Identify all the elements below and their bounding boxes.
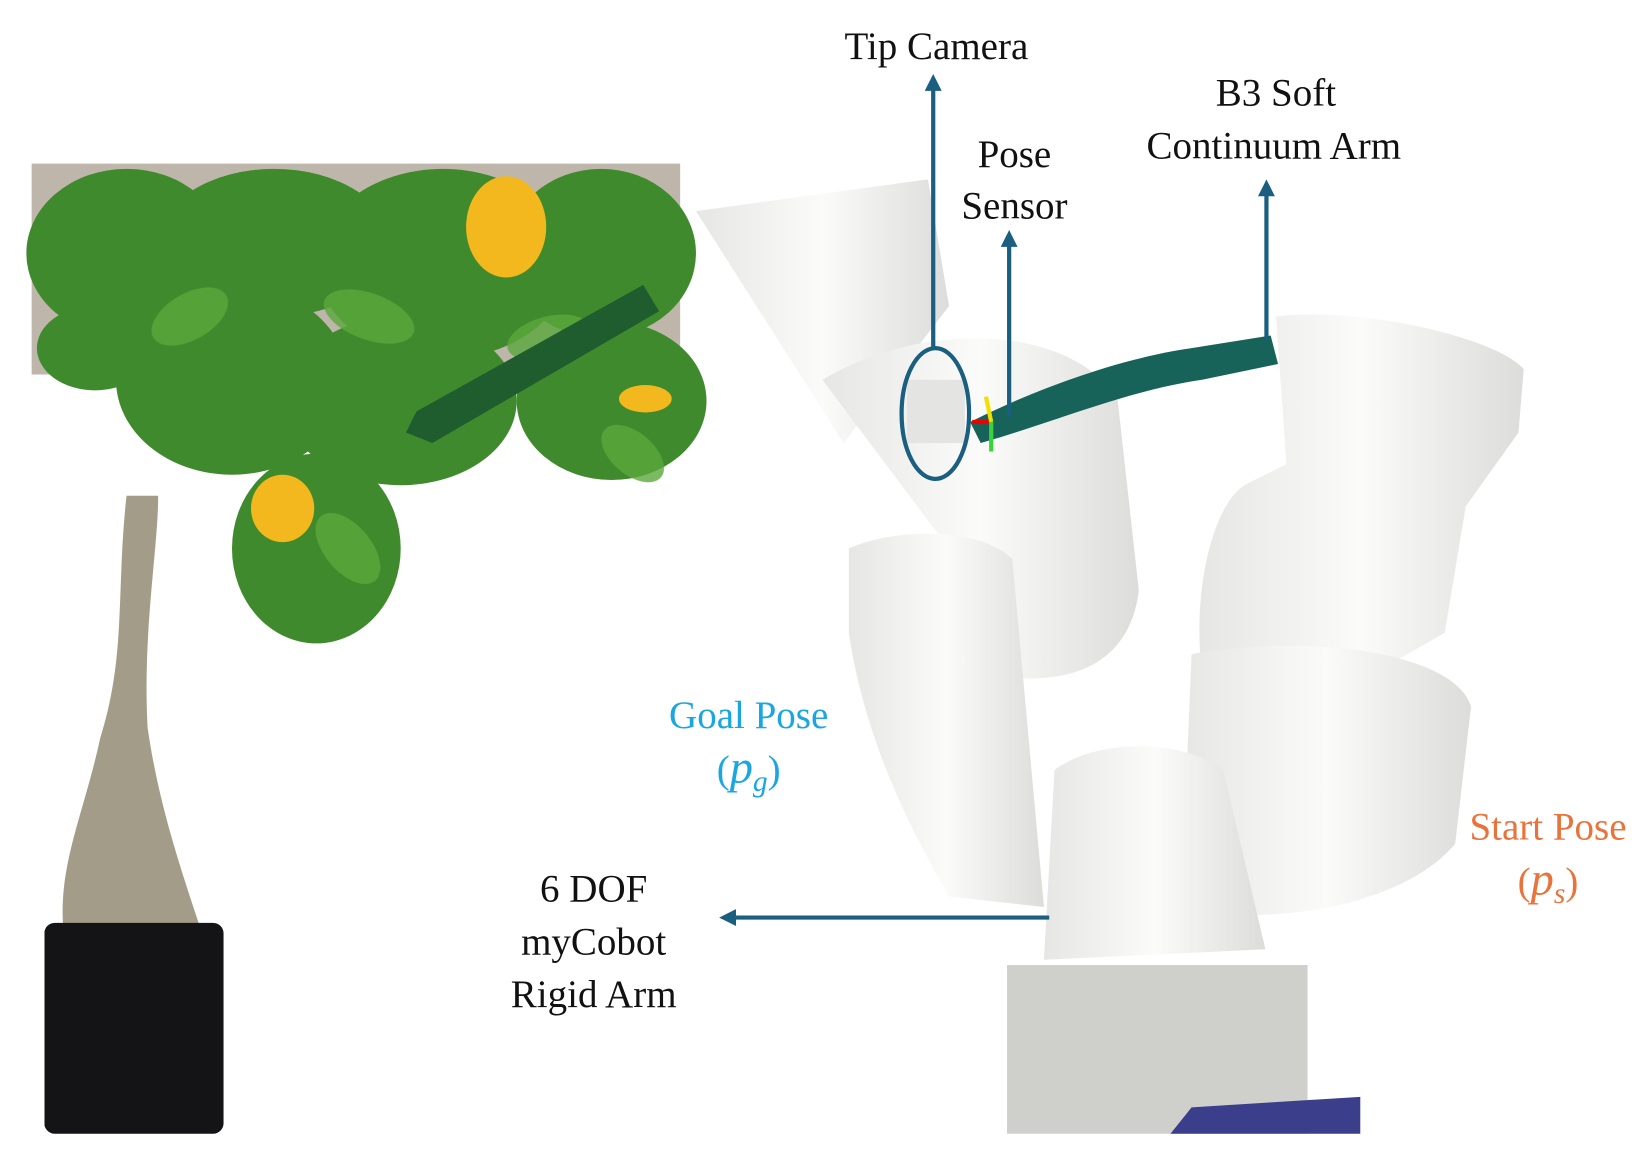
soft-continuum-arm — [970, 335, 1279, 444]
rigid-arm-label-line2: myCobot — [521, 920, 666, 963]
plant-pot — [44, 922, 224, 1134]
pose-sensor-label-line1: Pose — [978, 133, 1052, 176]
start-pose-symbol: (ps) — [1518, 854, 1579, 909]
robot-photo — [695, 179, 1524, 1134]
tip-camera-label: Tip Camera — [844, 25, 1028, 68]
rigid-arm-label-line1: 6 DOF — [540, 868, 647, 911]
rigid-arm-label-line3: Rigid Arm — [511, 973, 677, 1016]
soft-arm-label-line2: Continuum Arm — [1147, 124, 1402, 167]
lemon — [250, 474, 315, 543]
lemon — [466, 176, 547, 278]
pose-sensor-label-line2: Sensor — [961, 184, 1067, 227]
lemon-tree-photo — [26, 163, 707, 1134]
lemon — [618, 385, 672, 413]
goal-pose-symbol: (pg) — [717, 743, 781, 798]
goal-pose-label: Goal Pose — [669, 694, 828, 737]
start-pose-label: Start Pose — [1469, 806, 1626, 849]
pose-axis-y — [983, 396, 994, 423]
soft-arm-label-line1: B3 Soft — [1216, 72, 1336, 115]
